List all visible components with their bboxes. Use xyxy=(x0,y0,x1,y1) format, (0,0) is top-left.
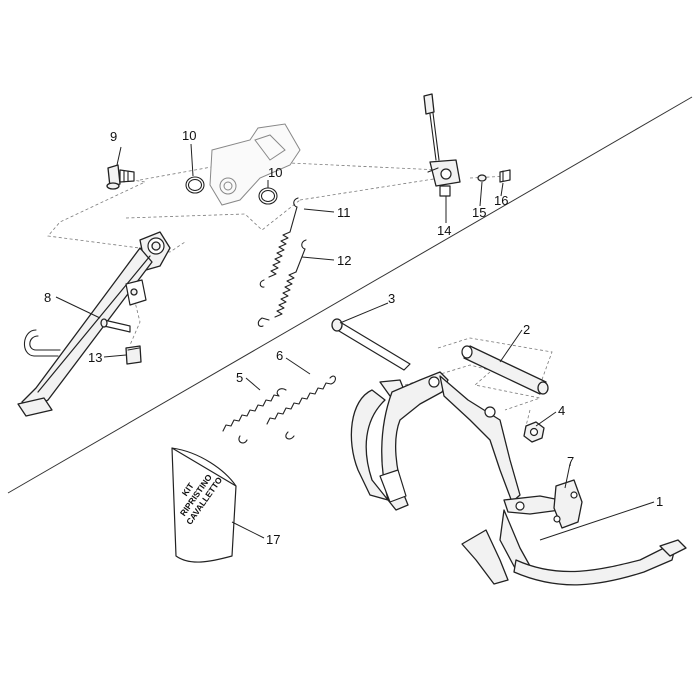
callout-7: 7 xyxy=(567,454,574,469)
callout-8: 8 xyxy=(44,290,51,305)
callout-1: 1 xyxy=(656,494,663,509)
part-1-center-stand xyxy=(350,371,687,586)
leader-lines xyxy=(55,143,655,541)
part-13-pad xyxy=(125,345,142,365)
callout-13: 13 xyxy=(88,350,102,365)
part-9-bolt xyxy=(106,164,135,190)
callout-9: 9 xyxy=(110,129,117,144)
part-12-spring xyxy=(257,239,307,327)
part-5-spring xyxy=(222,388,287,444)
callout-15: 15 xyxy=(472,205,486,220)
callout-10-left: 10 xyxy=(182,128,196,143)
part-11-spring xyxy=(259,197,299,288)
callout-numbers: 9 10 10 11 12 8 13 14 15 16 3 2 4 7 5 6 … xyxy=(44,128,663,547)
callout-4: 4 xyxy=(558,403,565,418)
part-7-bracket xyxy=(553,479,583,529)
section-divider xyxy=(7,96,693,494)
callout-17: 17 xyxy=(266,532,280,547)
callout-3: 3 xyxy=(388,291,395,306)
callout-2: 2 xyxy=(523,322,530,337)
part-6-spring xyxy=(266,375,336,440)
part-15-washer xyxy=(477,174,487,182)
part-16-screw xyxy=(499,169,511,183)
part-2-tube xyxy=(461,345,549,395)
callout-5: 5 xyxy=(236,370,243,385)
callout-12: 12 xyxy=(337,253,351,268)
part-8-side-stand xyxy=(17,231,171,417)
frame-bracket-ghost xyxy=(209,123,301,206)
part-17-kit-bag: KIT RIPRISTINO CAVALLETTO xyxy=(171,447,237,563)
callout-16: 16 xyxy=(494,193,508,208)
callout-14: 14 xyxy=(437,223,451,238)
part-14-stand-switch xyxy=(423,93,461,197)
callout-11: 11 xyxy=(337,205,351,220)
part-10-o-ring-right xyxy=(258,187,278,205)
part-3-pivot-shaft xyxy=(331,318,411,371)
callout-10-right: 10 xyxy=(268,165,282,180)
part-10-o-ring-left xyxy=(185,176,205,194)
callout-6: 6 xyxy=(276,348,283,363)
part-4-nut xyxy=(523,421,545,443)
